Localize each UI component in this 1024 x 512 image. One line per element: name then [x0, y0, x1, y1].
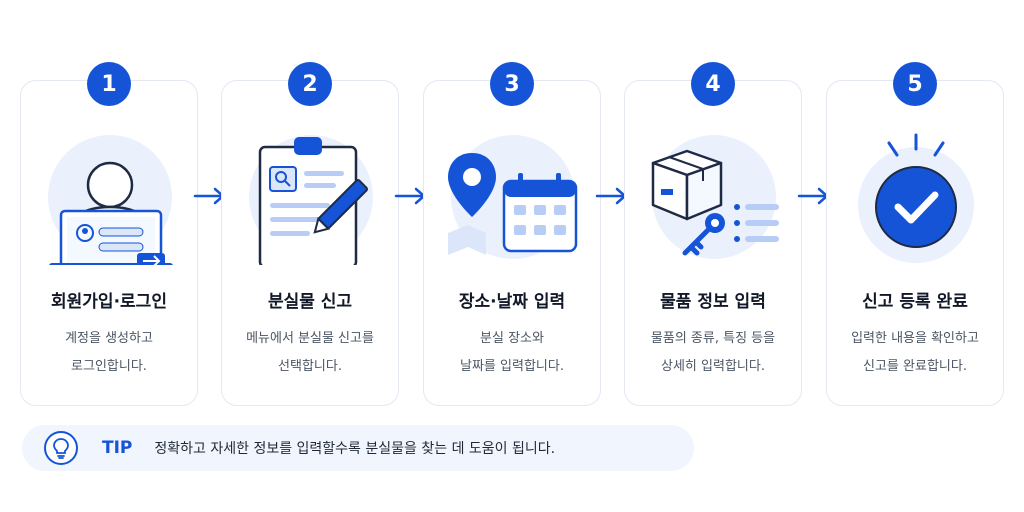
step-title: 물품 정보 입력 — [660, 292, 766, 312]
step-description-line: 메뉴에서 분실물 신고를 — [246, 331, 374, 346]
step-card-3: 장소·날짜 입력 분실 장소와 날짜를 입력합니다. — [423, 80, 601, 406]
step-number-badge-5: 5 — [893, 62, 937, 106]
step-number-badge-2: 2 — [288, 62, 332, 106]
box-key-list-icon — [639, 125, 789, 265]
tip-banner: TIP 정확하고 자세한 정보를 입력할수록 분실물을 찾는 데 도움이 됩니다… — [22, 425, 694, 471]
step-title: 분실물 신고 — [267, 292, 353, 312]
step-description-line: 입력한 내용을 확인하고 — [851, 331, 979, 346]
step-description-line: 선택합니다. — [278, 359, 342, 374]
step-title: 회원가입·로그인 — [51, 292, 167, 312]
tip-text: 정확하고 자세한 정보를 입력할수록 분실물을 찾는 데 도움이 됩니다. — [154, 441, 556, 457]
step-description: 계정을 생성하고 로그인합니다. — [21, 325, 197, 381]
step-description-line: 분실 장소와 — [480, 331, 544, 346]
location-calendar-icon — [438, 125, 588, 265]
lightbulb-icon — [44, 431, 78, 465]
step-description-line: 계정을 생성하고 — [65, 331, 153, 346]
step-card-2: 분실물 신고 메뉴에서 분실물 신고를 선택합니다. — [221, 80, 399, 406]
step-description: 분실 장소와 날짜를 입력합니다. — [424, 325, 600, 381]
step-card-1: 회원가입·로그인 계정을 생성하고 로그인합니다. — [20, 80, 198, 406]
step-description-line: 신고를 완료합니다. — [863, 359, 967, 374]
user-laptop-login-icon — [35, 125, 185, 265]
step-description: 메뉴에서 분실물 신고를 선택합니다. — [222, 325, 398, 381]
clipboard-pencil-icon — [236, 125, 386, 265]
step-description: 물품의 종류, 특징 등을 상세히 입력합니다. — [625, 325, 801, 381]
check-circle-icon — [841, 125, 991, 265]
tip-label: TIP — [102, 438, 133, 458]
step-description-line: 물품의 종류, 특징 등을 — [650, 331, 776, 346]
step-description: 입력한 내용을 확인하고 신고를 완료합니다. — [827, 325, 1003, 381]
step-description-line: 상세히 입력합니다. — [661, 359, 765, 374]
step-number-badge-1: 1 — [87, 62, 131, 106]
step-title: 장소·날짜 입력 — [458, 292, 566, 312]
step-description-line: 날짜를 입력합니다. — [460, 359, 564, 374]
step-number-badge-3: 3 — [490, 62, 534, 106]
step-title: 신고 등록 완료 — [862, 292, 968, 312]
step-description-line: 로그인합니다. — [71, 359, 147, 374]
step-number-badge-4: 4 — [691, 62, 735, 106]
step-card-4: 물품 정보 입력 물품의 종류, 특징 등을 상세히 입력합니다. — [624, 80, 802, 406]
step-card-5: 신고 등록 완료 입력한 내용을 확인하고 신고를 완료합니다. — [826, 80, 1004, 406]
